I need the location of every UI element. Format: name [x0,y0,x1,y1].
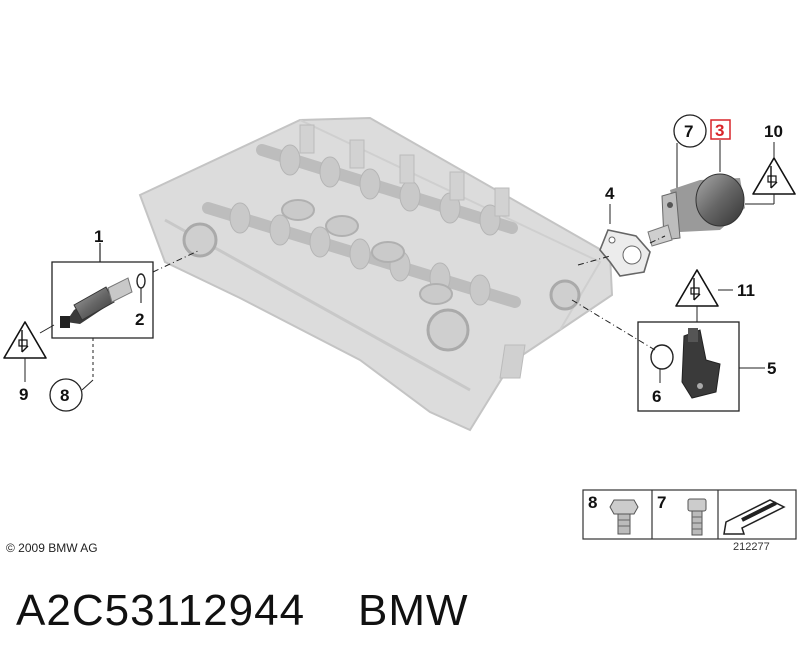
solenoid-valve [60,277,133,328]
cylinder-head [138,116,614,432]
callout-1: 1 [94,227,103,246]
o-ring-6 [650,344,674,370]
callout-9: 9 [19,385,28,404]
brand-name: BMW [358,586,469,635]
callout-7: 7 [684,122,693,141]
footer-caption: A2C53112944 BMW [16,586,469,636]
drawing-number: 212277 [733,541,770,553]
callout-3: 3 [715,121,724,140]
gasket [599,229,651,277]
electrical-warning-icon-10 [752,157,796,195]
legend-label-8: 8 [588,493,597,512]
callout-5: 5 [767,359,776,378]
callout-2: 2 [135,310,144,329]
group-1-frame [51,243,154,339]
callout-11: 11 [737,281,755,300]
o-ring [136,273,146,303]
electrical-warning-icon [3,321,47,359]
callout-8-circle [49,378,83,412]
part-number: A2C53112944 [16,586,306,635]
camshaft-sensor [647,173,745,247]
callout-6: 6 [652,387,661,406]
highlight-box [710,119,731,140]
fastener-legend: 8 7 [582,489,797,540]
hex-bolt-icon [609,499,639,535]
callout-7-circle [673,114,707,148]
copyright-text: © 2009 BMW AG [6,541,98,555]
callout-10: 10 [764,122,783,141]
crankshaft-sensor [681,328,721,399]
callout-8: 8 [60,386,69,405]
electrical-warning-icon-11 [675,269,719,307]
legend-label-7: 7 [657,493,666,512]
callout-4: 4 [605,184,615,203]
arrow-direction-icon [723,499,786,535]
socket-screw-icon [687,498,707,536]
group-5-frame [637,321,740,412]
